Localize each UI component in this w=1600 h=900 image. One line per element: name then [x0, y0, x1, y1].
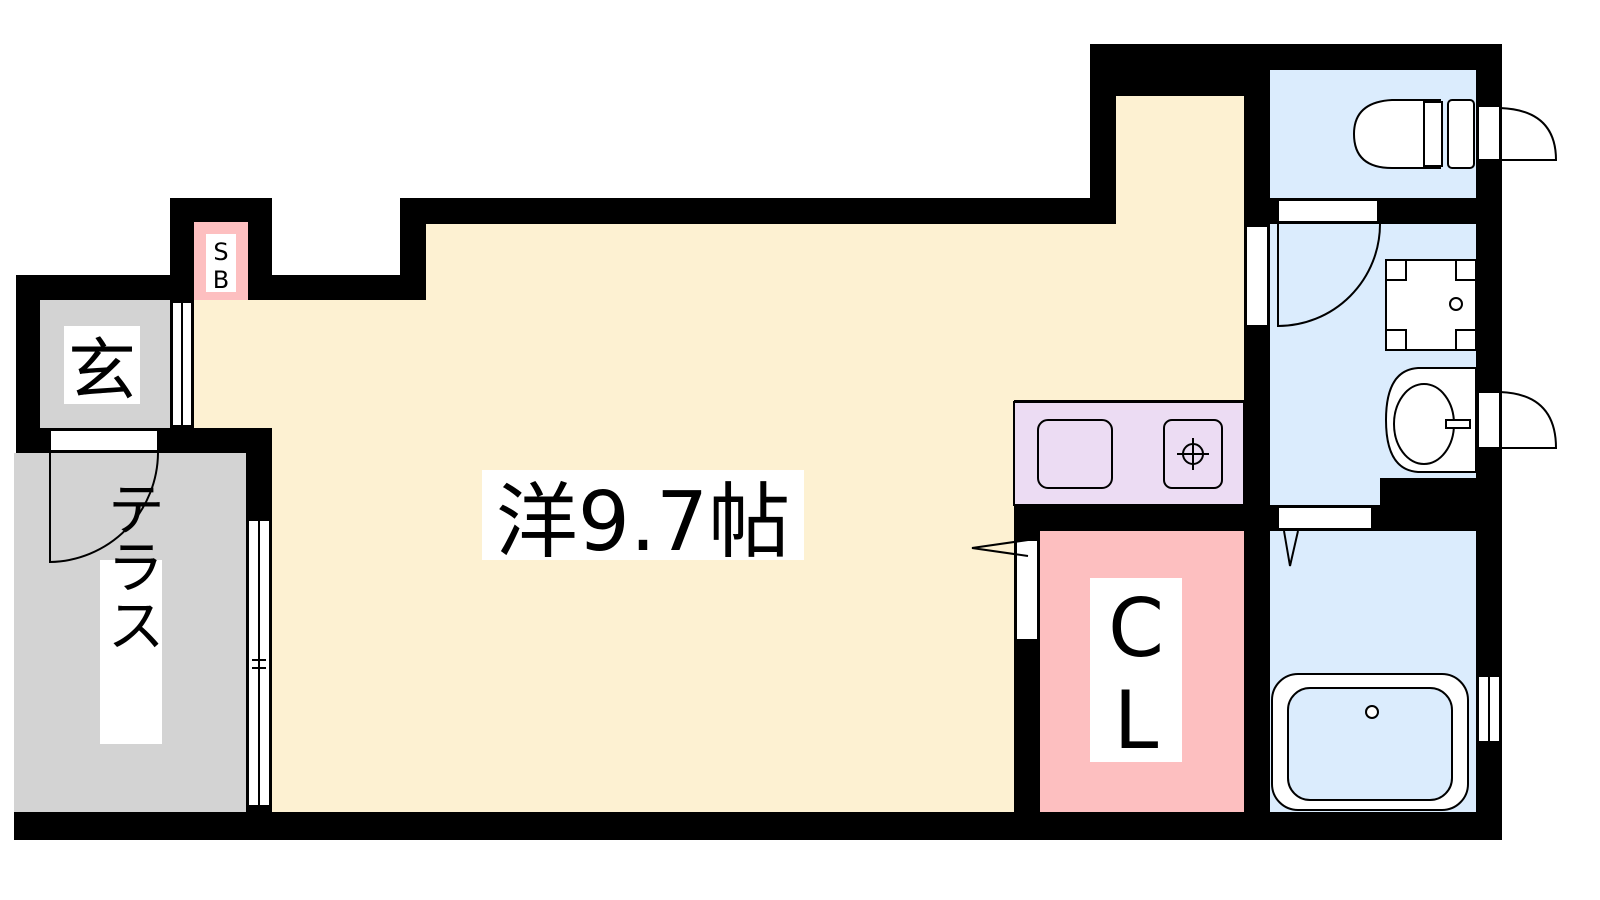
washroom-window — [1477, 391, 1501, 449]
closet-label-c: C — [1108, 582, 1164, 675]
shoebox-label-bg — [206, 234, 236, 292]
western-room-floor — [272, 96, 1244, 812]
openings — [49, 105, 1501, 807]
bathtub-icon — [1271, 673, 1469, 811]
closet-label-l: L — [1114, 674, 1159, 767]
entrance-hall-floor — [194, 300, 274, 428]
western-room-label: 洋9.7帖 — [496, 475, 790, 570]
wall-wet-left — [1244, 70, 1270, 812]
wall-wash-step — [1380, 478, 1476, 505]
entrance-label-bg — [64, 326, 140, 404]
wall-closet-top — [1014, 505, 1244, 531]
wall-shoebox-left — [170, 222, 194, 300]
door-swing-icon — [49, 452, 159, 564]
washroom-door-opening — [1245, 225, 1269, 327]
stove-icon — [1163, 419, 1223, 489]
toilet-icon — [1352, 99, 1475, 169]
toilet-window — [1477, 105, 1501, 161]
washbasin-icon — [1384, 367, 1477, 473]
western-room-label-bg — [482, 470, 804, 560]
entrance-door-opening — [49, 429, 159, 452]
entrance-label: 玄 — [68, 332, 136, 411]
washing-machine-icon — [1385, 259, 1477, 351]
terrace-label: テラス — [97, 479, 165, 653]
door-swing-icon — [1283, 530, 1299, 567]
bathroom-door-opening — [1277, 506, 1373, 530]
toilet-door-opening — [1277, 199, 1379, 223]
door-swing-icon — [1499, 391, 1558, 449]
wall-shoebox-right — [248, 222, 272, 300]
closet-label-bg — [1090, 578, 1182, 762]
door-swing-icon — [971, 539, 1029, 557]
sink-icon — [1037, 419, 1113, 489]
door-swings — [49, 107, 1558, 567]
terrace-label-bg — [100, 560, 162, 744]
washroom-floor-lower — [1270, 478, 1380, 508]
door-swing-icon — [1277, 223, 1381, 328]
door-swing-icon — [1499, 107, 1558, 161]
shoebox-label-b: B — [213, 266, 229, 294]
shoebox-label-s: S — [213, 238, 228, 266]
